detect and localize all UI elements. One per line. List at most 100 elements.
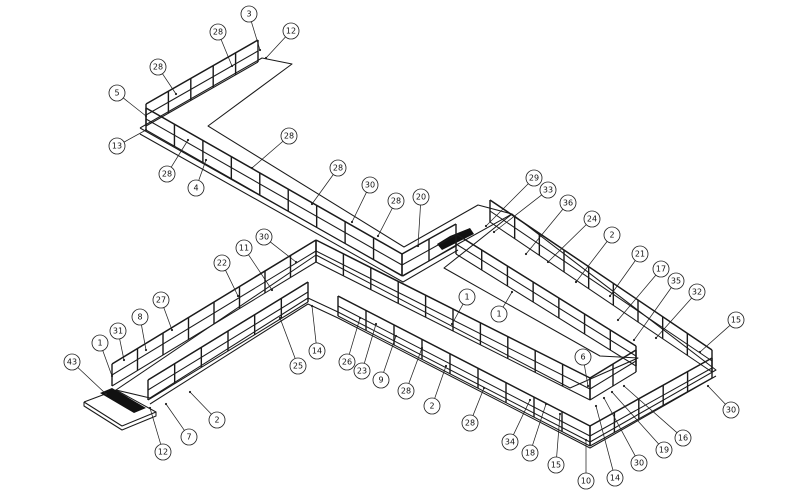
callout-leader — [493, 194, 542, 233]
callout-leader-dot — [558, 412, 562, 416]
callout-bubble — [501, 433, 519, 451]
callout-number: 12 — [286, 27, 296, 36]
callout-bubble — [109, 322, 127, 340]
callout-leader — [250, 21, 261, 51]
callout-number: 28 — [391, 197, 401, 206]
handrail-top-rail — [145, 39, 259, 105]
callout-number: 26 — [342, 358, 352, 367]
callout-bubble — [539, 181, 557, 199]
callout-bubble — [606, 469, 624, 487]
callout-leader — [583, 364, 589, 387]
callout-number: 15 — [731, 316, 741, 325]
callout-leader — [141, 324, 147, 351]
callout-leader — [623, 385, 678, 433]
callout-leader-dot — [174, 92, 178, 96]
callout-bubble — [577, 472, 595, 490]
callout-leader — [102, 350, 113, 377]
callout-leader — [377, 207, 393, 237]
callout-leader-dot — [586, 384, 590, 388]
callout-number: 30 — [634, 459, 644, 468]
callout-leader — [77, 367, 107, 395]
callout-bubble — [490, 305, 508, 323]
callout-number: 1 — [496, 310, 501, 319]
callout-number: 24 — [587, 215, 597, 224]
callout-leader-dot — [608, 294, 612, 298]
callout-bubble — [674, 429, 692, 447]
callout-leader — [270, 241, 297, 263]
callout-number: 1 — [464, 293, 469, 302]
callout-leader — [162, 73, 177, 95]
callout-leader-dot — [492, 230, 496, 234]
callout-number: 17 — [656, 265, 666, 274]
callout-number: 28 — [465, 419, 475, 428]
callout-leader — [434, 365, 447, 399]
callout-leader-dot — [394, 334, 398, 338]
callout-bubble — [652, 260, 670, 278]
callout-leader — [707, 385, 726, 405]
callout-number: 16 — [678, 434, 688, 443]
callout-bubble — [412, 188, 430, 206]
callout-bubble — [329, 159, 347, 177]
callout-leader — [556, 413, 561, 458]
handrail-mid-rail — [337, 305, 591, 437]
callout-number: 31 — [113, 327, 123, 336]
callout-leader-dot — [148, 406, 152, 410]
callout-leader-dot — [310, 202, 314, 206]
callout-leader-dot — [374, 322, 378, 326]
callout-leader — [699, 325, 731, 353]
callout-leader — [163, 307, 173, 331]
callout-leader — [611, 391, 659, 445]
handrail-top-rail — [589, 357, 713, 427]
callout-number: 2 — [214, 416, 219, 425]
callout-bubble — [361, 176, 379, 194]
callout-bubble — [108, 84, 126, 102]
callout-leader-dot — [104, 392, 108, 396]
callout-number: 9 — [378, 376, 383, 385]
callout-number: 3 — [246, 10, 251, 19]
callout-leader-dot — [170, 328, 174, 332]
callout-bubble — [372, 371, 390, 389]
callout-bubble — [387, 192, 405, 210]
callout-bubble — [727, 311, 745, 329]
callout-leader-dot — [584, 438, 588, 442]
callout-leader-dot — [482, 386, 486, 390]
callout-leader — [363, 323, 377, 364]
callout-bubble — [631, 245, 649, 263]
callout-bubble — [353, 362, 371, 380]
callout-leader — [408, 347, 423, 384]
callout-leader-dot — [544, 402, 548, 406]
callout-leader — [513, 399, 531, 435]
callout-number: 20 — [416, 193, 426, 202]
callout-leader-dot — [186, 138, 190, 142]
callout-leader — [251, 140, 284, 169]
kick-plate — [145, 129, 403, 277]
callout-number: 21 — [635, 250, 645, 259]
callout-leader-dot — [376, 234, 380, 238]
callout-leader-dot — [250, 166, 254, 170]
callout-leader — [123, 129, 147, 143]
callout-leader — [248, 254, 273, 291]
callout-bubble — [209, 23, 227, 41]
callout-number: 25 — [293, 362, 303, 371]
callout-leader-dot — [528, 398, 532, 402]
callout-leader-dot — [310, 304, 314, 308]
callout-number: 2 — [429, 402, 434, 411]
callout-bubble — [208, 411, 226, 429]
callout-leader — [575, 241, 608, 283]
handrail-mid-rail — [145, 50, 259, 116]
handrail-mid-rail — [589, 367, 713, 437]
callout-bubble — [154, 443, 172, 461]
callout-leader — [311, 174, 334, 205]
callout-leader — [170, 139, 189, 168]
handrail-top-rail — [455, 233, 637, 347]
callout-number: 23 — [357, 367, 367, 376]
callout-number: 10 — [581, 477, 591, 486]
callout-leader-dot — [416, 244, 420, 248]
callout-number: 22 — [217, 259, 227, 268]
callout-bubble — [149, 58, 167, 76]
callout-bubble — [458, 288, 476, 306]
callout-leader — [225, 270, 239, 297]
callout-number: 7 — [186, 433, 191, 442]
callout-bubble — [282, 22, 300, 40]
